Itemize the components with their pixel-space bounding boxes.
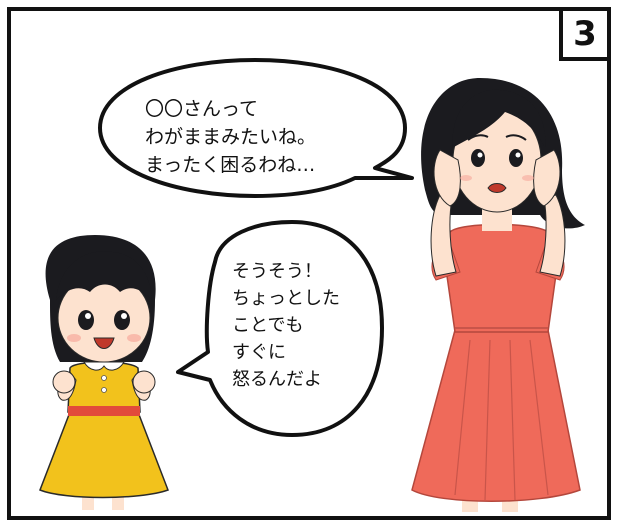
mother-character bbox=[411, 78, 585, 512]
mother-speech-line-2: わがままみたいね。 bbox=[145, 126, 317, 148]
panel-number-box: 3 bbox=[559, 11, 607, 61]
girl-speech-line-1: そうそう！ bbox=[232, 261, 322, 282]
girl-speech-line-2: ちょっとした bbox=[232, 288, 340, 309]
girl-speech-text: そうそう！ ちょっとした ことでも すぐに 怒るんだよ bbox=[232, 258, 340, 393]
girl-speech-line-4: すぐに bbox=[232, 342, 286, 363]
mother-speech-text: 〇〇さんって わがままみたいね。 まったく困るわね… bbox=[145, 95, 316, 179]
girl-speech-bubble bbox=[176, 220, 384, 437]
mother-speech-line-3: まったく困るわね… bbox=[145, 154, 316, 176]
girl-character bbox=[39, 235, 169, 510]
girl-speech-line-5: 怒るんだよ bbox=[232, 369, 322, 390]
panel-number: 3 bbox=[573, 14, 597, 54]
girl-speech-line-3: ことでも bbox=[232, 315, 304, 336]
mother-speech-line-1: 〇〇さんって bbox=[145, 98, 259, 120]
mother-speech-bubble bbox=[98, 58, 414, 198]
